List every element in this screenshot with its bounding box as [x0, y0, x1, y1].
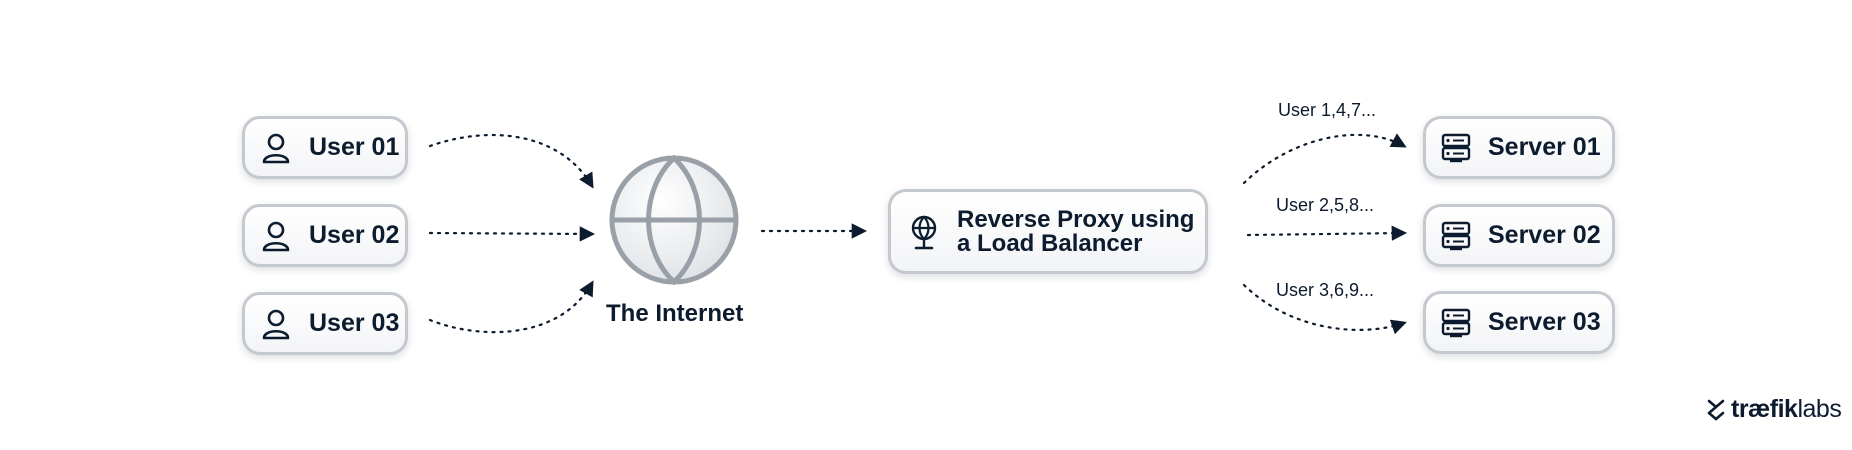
- user-01-label: User 01: [309, 133, 400, 161]
- server-01-label: Server 01: [1488, 133, 1601, 161]
- globe-icon: [609, 154, 739, 286]
- user-02-label: User 02: [309, 221, 400, 249]
- server-01-node: Server 01: [1423, 116, 1615, 179]
- user-icon: [259, 219, 293, 253]
- arrow-proxy-server01: [1242, 133, 1407, 185]
- arrow-user03-internet: [428, 280, 594, 334]
- internet-label: The Internet: [606, 300, 744, 327]
- arrow-user01-internet: [428, 133, 594, 189]
- server-03-label: Server 03: [1488, 308, 1601, 336]
- user-01-node: User 01: [242, 116, 408, 179]
- brand-name-part2: labs: [1797, 395, 1842, 423]
- reverse-proxy-node: Reverse Proxy using a Load Balancer: [888, 189, 1208, 274]
- proxy-label-line2: a Load Balancer: [957, 229, 1143, 257]
- proxy-label: Reverse Proxy using a Load Balancer: [957, 205, 1195, 257]
- arrow-proxy-server02: [1246, 225, 1408, 241]
- user-03-node: User 03: [242, 292, 408, 355]
- route-label-server02: User 2,5,8...: [1276, 195, 1375, 215]
- user-icon: [259, 307, 293, 341]
- server-03-node: Server 03: [1423, 291, 1615, 354]
- traefik-logo-icon: [1707, 399, 1725, 420]
- server-icon: [1440, 132, 1472, 164]
- brand-name-part1: træfik: [1731, 395, 1798, 423]
- route-label-server03: User 3,6,9...: [1276, 280, 1375, 300]
- user-02-node: User 02: [242, 204, 408, 267]
- arrow-user02-internet: [428, 226, 596, 242]
- user-03-label: User 03: [309, 309, 400, 337]
- server-02-label: Server 02: [1488, 221, 1601, 249]
- server-icon: [1440, 307, 1472, 339]
- user-icon: [259, 131, 293, 165]
- arrow-proxy-server03: [1242, 283, 1407, 335]
- proxy-label-line1: Reverse Proxy using: [957, 205, 1195, 233]
- globe-stand-icon: [907, 214, 941, 249]
- route-label-server01: User 1,4,7...: [1278, 100, 1377, 120]
- server-icon: [1440, 220, 1472, 252]
- server-02-node: Server 02: [1423, 204, 1615, 267]
